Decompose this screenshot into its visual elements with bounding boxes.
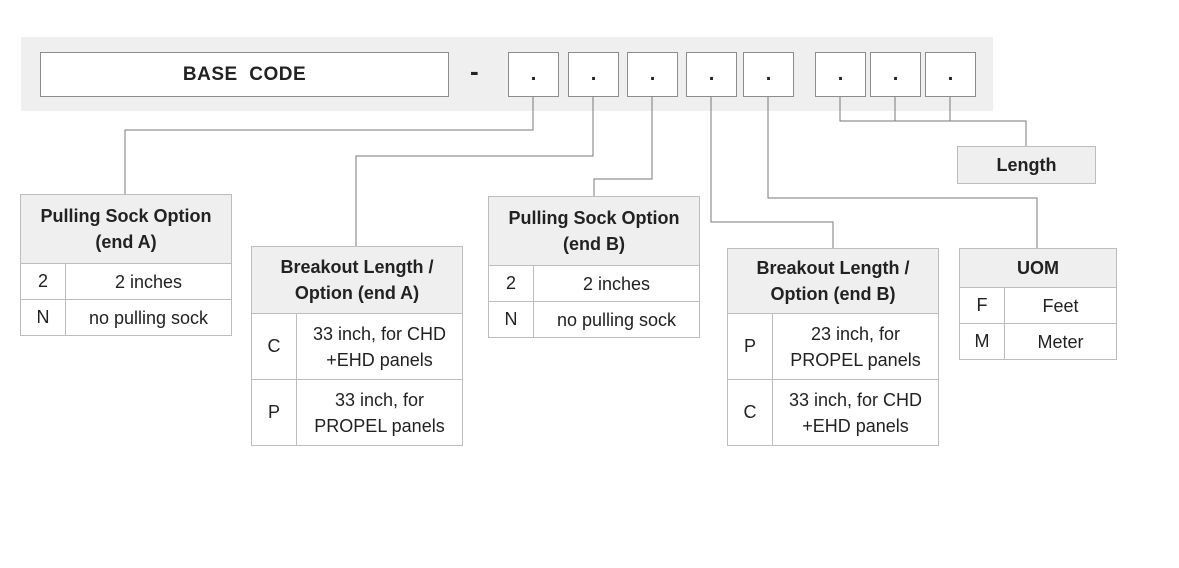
option-desc: 33 inch, for CHD +EHD panels xyxy=(296,313,463,380)
connector-pulling-b xyxy=(593,97,653,197)
table-row: C 33 inch, for CHD +EHD panels xyxy=(251,313,463,380)
table-title: Breakout Length / Option (end B) xyxy=(727,248,939,314)
code-slot-length-2: . xyxy=(870,52,921,97)
option-code: P xyxy=(727,313,773,380)
option-desc: Meter xyxy=(1004,323,1117,360)
table-row: C 33 inch, for CHD +EHD panels xyxy=(727,379,939,446)
table-title: Breakout Length / Option (end A) xyxy=(251,246,463,314)
option-desc: 2 inches xyxy=(65,263,232,300)
option-code: C xyxy=(251,313,297,380)
connector-uom xyxy=(767,97,1038,249)
connector-breakout-b xyxy=(710,97,834,249)
table-title: UOM xyxy=(959,248,1117,288)
option-desc: Feet xyxy=(1004,287,1117,324)
table-row: P 23 inch, for PROPEL panels xyxy=(727,313,939,380)
table-breakout-b: Breakout Length / Option (end B) P 23 in… xyxy=(727,248,939,446)
table-row: P 33 inch, for PROPEL panels xyxy=(251,379,463,446)
option-code: C xyxy=(727,379,773,446)
table-breakout-a: Breakout Length / Option (end A) C 33 in… xyxy=(251,246,463,446)
connector-breakout-a xyxy=(355,97,594,247)
code-slot-breakout-b: . xyxy=(686,52,737,97)
base-code-box: BASE CODE xyxy=(40,52,449,97)
connector-pulling-a xyxy=(124,97,534,195)
table-row: N no pulling sock xyxy=(20,299,232,336)
option-desc: no pulling sock xyxy=(533,301,700,338)
table-row: M Meter xyxy=(959,323,1117,360)
option-code: N xyxy=(488,301,534,338)
table-row: 2 2 inches xyxy=(488,265,700,302)
option-code: 2 xyxy=(488,265,534,302)
table-row: 2 2 inches xyxy=(20,263,232,300)
connector-length-bracket xyxy=(839,97,1027,147)
code-slot-uom: . xyxy=(743,52,794,97)
option-desc: 2 inches xyxy=(533,265,700,302)
table-title: Pulling Sock Option (end A) xyxy=(20,194,232,264)
option-desc: 33 inch, for CHD +EHD panels xyxy=(772,379,939,446)
code-separator: - xyxy=(470,56,479,86)
table-row: N no pulling sock xyxy=(488,301,700,338)
length-label: Length xyxy=(957,146,1096,184)
option-desc: 33 inch, for PROPEL panels xyxy=(296,379,463,446)
option-code: P xyxy=(251,379,297,446)
code-slot-length-3: . xyxy=(925,52,976,97)
table-row: F Feet xyxy=(959,287,1117,324)
code-slot-breakout-a: . xyxy=(568,52,619,97)
option-code: F xyxy=(959,287,1005,324)
table-uom: UOM F Feet M Meter xyxy=(959,248,1117,360)
option-code: M xyxy=(959,323,1005,360)
code-slot-length-1: . xyxy=(815,52,866,97)
option-desc: no pulling sock xyxy=(65,299,232,336)
code-slot-pulling-b: . xyxy=(627,52,678,97)
table-title: Pulling Sock Option (end B) xyxy=(488,196,700,266)
code-slot-pulling-a: . xyxy=(508,52,559,97)
option-code: N xyxy=(20,299,66,336)
option-desc: 23 inch, for PROPEL panels xyxy=(772,313,939,380)
option-code: 2 xyxy=(20,263,66,300)
table-pulling-sock-b: Pulling Sock Option (end B) 2 2 inches N… xyxy=(488,196,700,338)
table-pulling-sock-a: Pulling Sock Option (end A) 2 2 inches N… xyxy=(20,194,232,336)
